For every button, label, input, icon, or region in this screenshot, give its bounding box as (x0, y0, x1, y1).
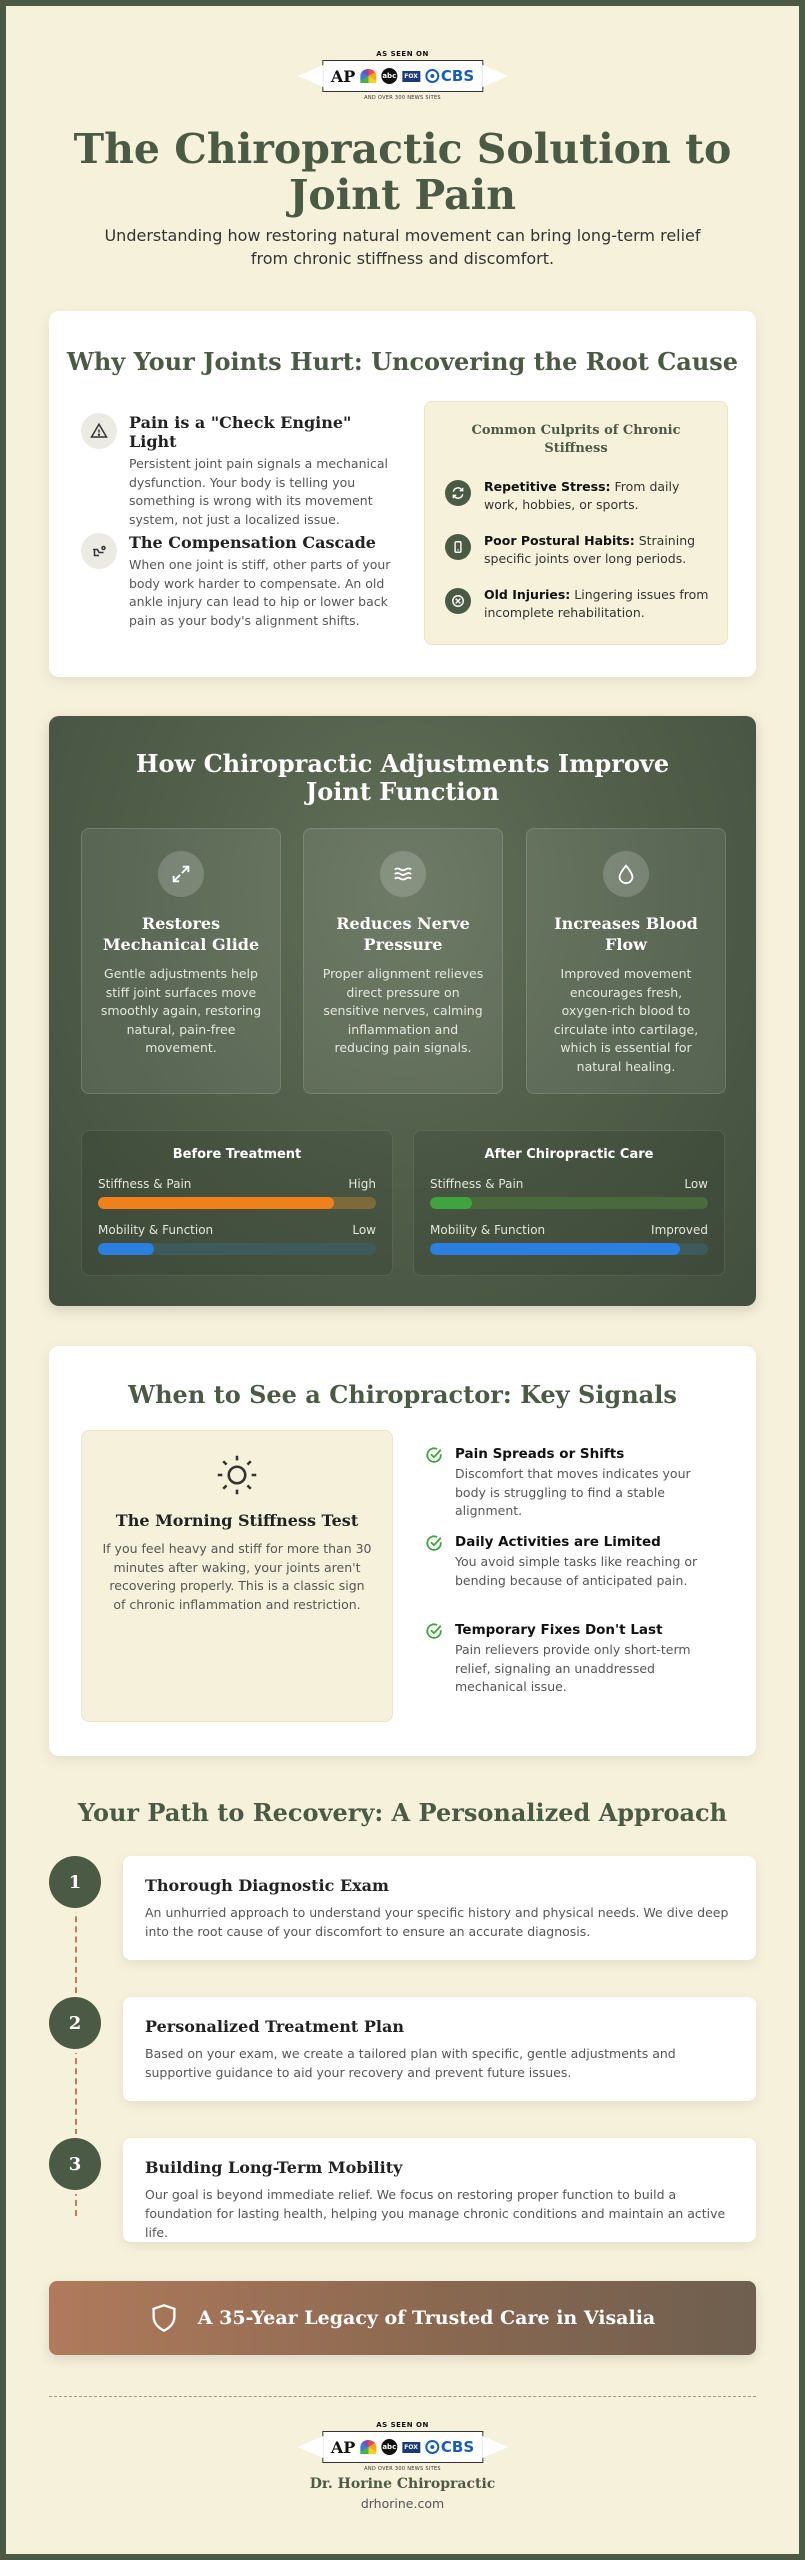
footer-practice-name: Dr. Horine Chiropractic (309, 2476, 496, 2492)
issue-text: When one joint is stiff, other parts of … (129, 557, 391, 628)
before-title: Before Treatment (172, 1147, 302, 1162)
improve-title: How Chiropractic Adjustments Improve Joi… (135, 749, 670, 806)
badge-bottom-text: AND OVER 300 NEWS SITES (364, 95, 441, 101)
improve-card: How Chiropractic Adjustments Improve Joi… (49, 716, 756, 1306)
feature-text: Proper alignment relieves direct pressur… (322, 966, 484, 1055)
cbs-logo: CBS (424, 2438, 474, 2456)
badge-bottom-text: AND OVER 300 NEWS SITES (364, 2466, 441, 2472)
check-circle-icon (425, 1534, 443, 1556)
fox-logo: FOX (402, 2441, 420, 2453)
progress-track (430, 1197, 708, 1209)
issue-text: Persistent joint pain signals a mechanic… (129, 456, 388, 527)
ap-logo: AP (330, 2437, 356, 2457)
progress-track (430, 1243, 708, 1255)
progress-fill (430, 1243, 681, 1255)
sun-icon (215, 1453, 259, 1501)
progress-fill (98, 1243, 154, 1255)
issue-compensation: The Compensation Cascade When one joint … (81, 533, 391, 630)
abc-logo: abc (381, 2439, 398, 2455)
shield-icon (150, 2303, 178, 2333)
step-treatment-plan: Personalized Treatment Plan Based on you… (123, 1997, 756, 2101)
nbc-logo (360, 69, 377, 83)
feature-heading: Restores Mechanical Glide (102, 914, 260, 954)
issue-check-engine: Pain is a "Check Engine" Light Persisten… (81, 413, 391, 529)
feature-text: Improved movement encourages fresh, oxyg… (553, 966, 699, 1074)
path-title: Your Path to Recovery: A Personalized Ap… (77, 1798, 728, 1827)
droplet-icon (603, 851, 649, 897)
footer-as-seen-on-badge: AS SEEN ON AP abc FOX CBS AND OVER 300 N… (296, 2421, 509, 2472)
issue-heading: The Compensation Cascade (129, 533, 376, 552)
signals-title: When to See a Chiropractor: Key Signals (128, 1380, 677, 1409)
abc-logo: abc (381, 68, 398, 84)
signal-temporary-fixes: Temporary Fixes Don't Last Pain reliever… (425, 1622, 725, 1697)
legacy-banner: A 35-Year Legacy of Trusted Care in Visa… (49, 2281, 756, 2355)
feature-heading: Increases Blood Flow (554, 914, 698, 954)
repeat-icon (445, 480, 471, 506)
page-frame: AS SEEN ON AP abc FOX CBS AND OVER 300 N… (6, 6, 799, 2554)
culprits-box: Common Culprits of Chronic Stiffness Rep… (424, 401, 728, 645)
progress-track (98, 1243, 376, 1255)
root-cause-card: Why Your Joints Hurt: Uncovering the Roo… (49, 311, 756, 677)
step-number: 1 (49, 1856, 101, 1908)
check-circle-icon (425, 1446, 443, 1468)
feature-nerve-pressure: Reduces Nerve Pressure Proper alignment … (303, 828, 503, 1094)
signal-pain-spreads: Pain Spreads or Shifts Discomfort that m… (425, 1446, 725, 1521)
legacy-text: A 35-Year Legacy of Trusted Care in Visa… (197, 2307, 656, 2329)
expand-arrows-icon (158, 851, 204, 897)
feature-blood-flow: Increases Blood Flow Improved movement e… (526, 828, 726, 1094)
progress-fill (98, 1197, 335, 1209)
waves-icon (380, 851, 426, 897)
after-care-panel: After Chiropractic Care Stiffness & Pain… (413, 1130, 725, 1276)
progress-track (98, 1197, 376, 1209)
feature-mechanical-glide: Restores Mechanical Glide Gentle adjustm… (81, 828, 281, 1094)
page-title: The Chiropractic Solution to Joint Pain (73, 125, 732, 219)
fox-logo: FOX (402, 70, 420, 82)
step-long-term-mobility: Building Long-Term Mobility Our goal is … (123, 2138, 756, 2242)
culprit-old-injuries: Old Injuries: Lingering issues from inco… (445, 586, 710, 622)
after-title: After Chiropractic Care (484, 1147, 654, 1162)
step-number: 3 (49, 2138, 101, 2190)
nbc-logo (360, 2440, 377, 2454)
feature-heading: Reduces Nerve Pressure (336, 914, 470, 954)
footer-divider (49, 2396, 756, 2397)
as-seen-on-badge: AS SEEN ON AP abc FOX CBS AND OVER 300 N… (296, 50, 509, 101)
phone-icon (445, 534, 471, 560)
compensation-icon (81, 533, 117, 569)
morning-heading: The Morning Stiffness Test (115, 1511, 359, 1530)
timeline-line (75, 1896, 77, 2216)
badge-top-text: AS SEEN ON (376, 50, 429, 58)
morning-stiffness-box: The Morning Stiffness Test If you feel h… (81, 1430, 393, 1722)
issue-heading: Pain is a "Check Engine" Light (129, 413, 352, 451)
step-number: 2 (49, 1997, 101, 2049)
culprit-repetitive-stress: Repetitive Stress: From daily work, hobb… (445, 478, 710, 514)
ap-logo: AP (330, 66, 356, 86)
badge-top-text: AS SEEN ON (376, 2421, 429, 2429)
warning-icon (81, 413, 117, 449)
root-cause-title: Why Your Joints Hurt: Uncovering the Roo… (66, 347, 739, 376)
badge-logos: AP abc FOX CBS (296, 60, 509, 92)
x-circle-icon (445, 588, 471, 614)
cbs-logo: CBS (424, 67, 474, 85)
morning-text: If you feel heavy and stiff for more tha… (102, 1541, 372, 1612)
signals-card: When to See a Chiropractor: Key Signals … (49, 1346, 756, 1756)
check-circle-icon (425, 1622, 443, 1644)
page-subtitle: Understanding how restoring natural move… (104, 226, 701, 268)
culprit-postural-habits: Poor Postural Habits: Straining specific… (445, 532, 710, 568)
badge-logos: AP abc FOX CBS (296, 2431, 509, 2463)
footer-website-link[interactable]: drhorine.com (360, 2496, 445, 2511)
progress-fill (430, 1197, 472, 1209)
feature-text: Gentle adjustments help stiff joint surf… (100, 966, 262, 1055)
step-diagnostic-exam: Thorough Diagnostic Exam An unhurried ap… (123, 1856, 756, 1960)
culprits-title: Common Culprits of Chronic Stiffness (471, 423, 681, 456)
signal-daily-activities: Daily Activities are Limited You avoid s… (425, 1534, 725, 1590)
